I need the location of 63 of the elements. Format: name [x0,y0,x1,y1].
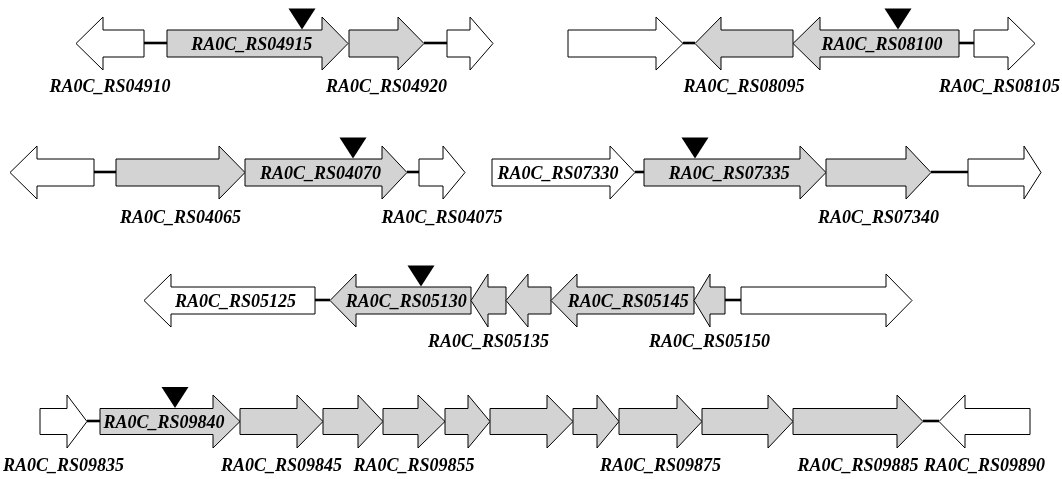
gene-block [974,16,1035,70]
gene-block [793,16,959,70]
gene-name: RA0C_RS04910 [49,77,171,95]
gene-block [240,394,323,448]
intergenic-line [931,170,968,174]
gene-name: RA0C_RS04915 [191,35,313,53]
gene-name: RA0C_RS07335 [668,164,790,182]
gene-name: RA0C_RS04070 [260,164,381,182]
gene-block [702,394,793,448]
gene-block [551,273,694,327]
gene-block [116,145,245,199]
gene-name: RA0C_RS09855 [353,456,475,474]
gene-block [144,273,315,327]
gene-name: RA0C_RS09885 [797,456,919,474]
gene-block [76,16,144,70]
gene-block [644,145,826,199]
gene-block [447,16,493,70]
gene-name: RA0C_RS05145 [567,292,689,310]
gene-block [568,16,683,70]
intergenic-line [424,41,447,45]
intergenic-line [144,41,167,45]
gene-block [471,273,506,327]
gene-block [492,145,635,199]
gene-block [349,16,424,70]
gene-name: RA0C_RS07330 [497,164,619,182]
gene-block [619,394,702,448]
gene-block [506,273,551,327]
gene-block [694,273,725,327]
gene-name: RA0C_RS05135 [428,332,549,350]
gene-name: RA0C_RS09845 [221,456,342,474]
gene-block [167,16,348,70]
gene-name: RA0C_RS04075 [381,208,503,226]
intergenic-line [94,170,116,174]
gene-name: RA0C_RS08105 [938,77,1060,95]
gene-name: RA0C_RS09875 [600,456,721,474]
gene-name: RA0C_RS05150 [649,332,770,350]
gene-block [419,145,465,199]
gene-name: RA0C_RS08095 [683,77,805,95]
gene-block [383,394,445,448]
gene-block [40,394,87,448]
gene-block [245,145,407,199]
gene-name: RA0C_RS08100 [821,35,943,53]
gene-name: RA0C_RS07340 [818,208,939,226]
gene-block [939,394,1030,448]
gene-block [330,273,471,327]
gene-name: RA0C_RS09890 [924,456,1045,474]
gene-block [826,145,931,199]
gene-block [695,16,793,70]
gene-name: RA0C_RS09835 [3,456,124,474]
gene-block [100,394,240,448]
gene-block [323,394,383,448]
gene-block [793,394,923,448]
gene-name: RA0C_RS04065 [120,208,241,226]
gene-block [573,394,619,448]
gene-block [490,394,573,448]
gene-name: RA0C_RS04920 [326,77,447,95]
gene-name: RA0C_RS05125 [174,292,296,310]
gene-block [968,145,1041,199]
gene-block [741,273,912,327]
gene-name: RA0C_RS09840 [103,413,225,431]
gene-block [445,394,490,448]
gene-name: RA0C_RS05130 [345,292,467,310]
gene-block [10,145,94,199]
